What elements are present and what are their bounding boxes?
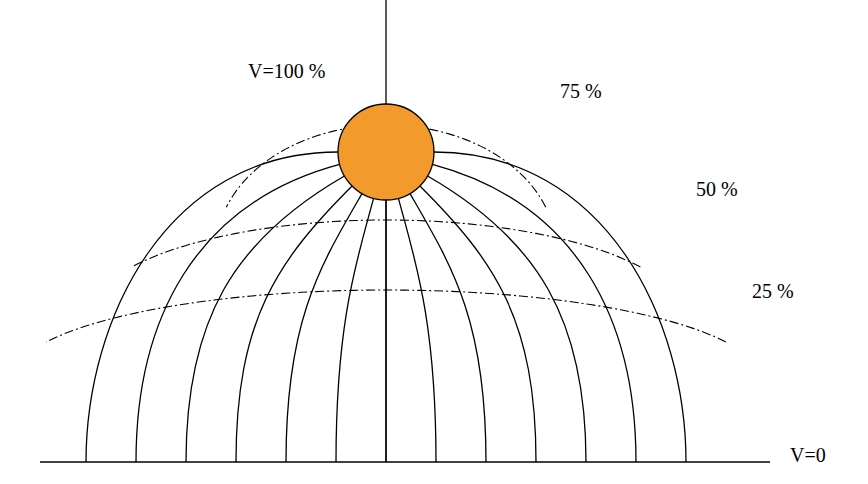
potential-label: 75 % (560, 80, 602, 102)
field-line (286, 194, 362, 462)
field-line (428, 176, 586, 462)
field-line (420, 186, 536, 462)
field-line (398, 198, 436, 462)
field-line (336, 198, 374, 462)
axis-line (385, 0, 386, 462)
potential-label: 50 % (696, 178, 738, 200)
field-line (236, 186, 352, 462)
potential-label: V=0 (790, 444, 826, 466)
field-line (434, 152, 686, 462)
field-line (432, 164, 636, 462)
potential-label: 25 % (752, 280, 794, 302)
field-line (86, 152, 338, 462)
potential-label: V=100 % (248, 60, 325, 82)
ground-line (40, 461, 770, 463)
charged-sphere (338, 104, 434, 200)
field-line (410, 194, 486, 462)
